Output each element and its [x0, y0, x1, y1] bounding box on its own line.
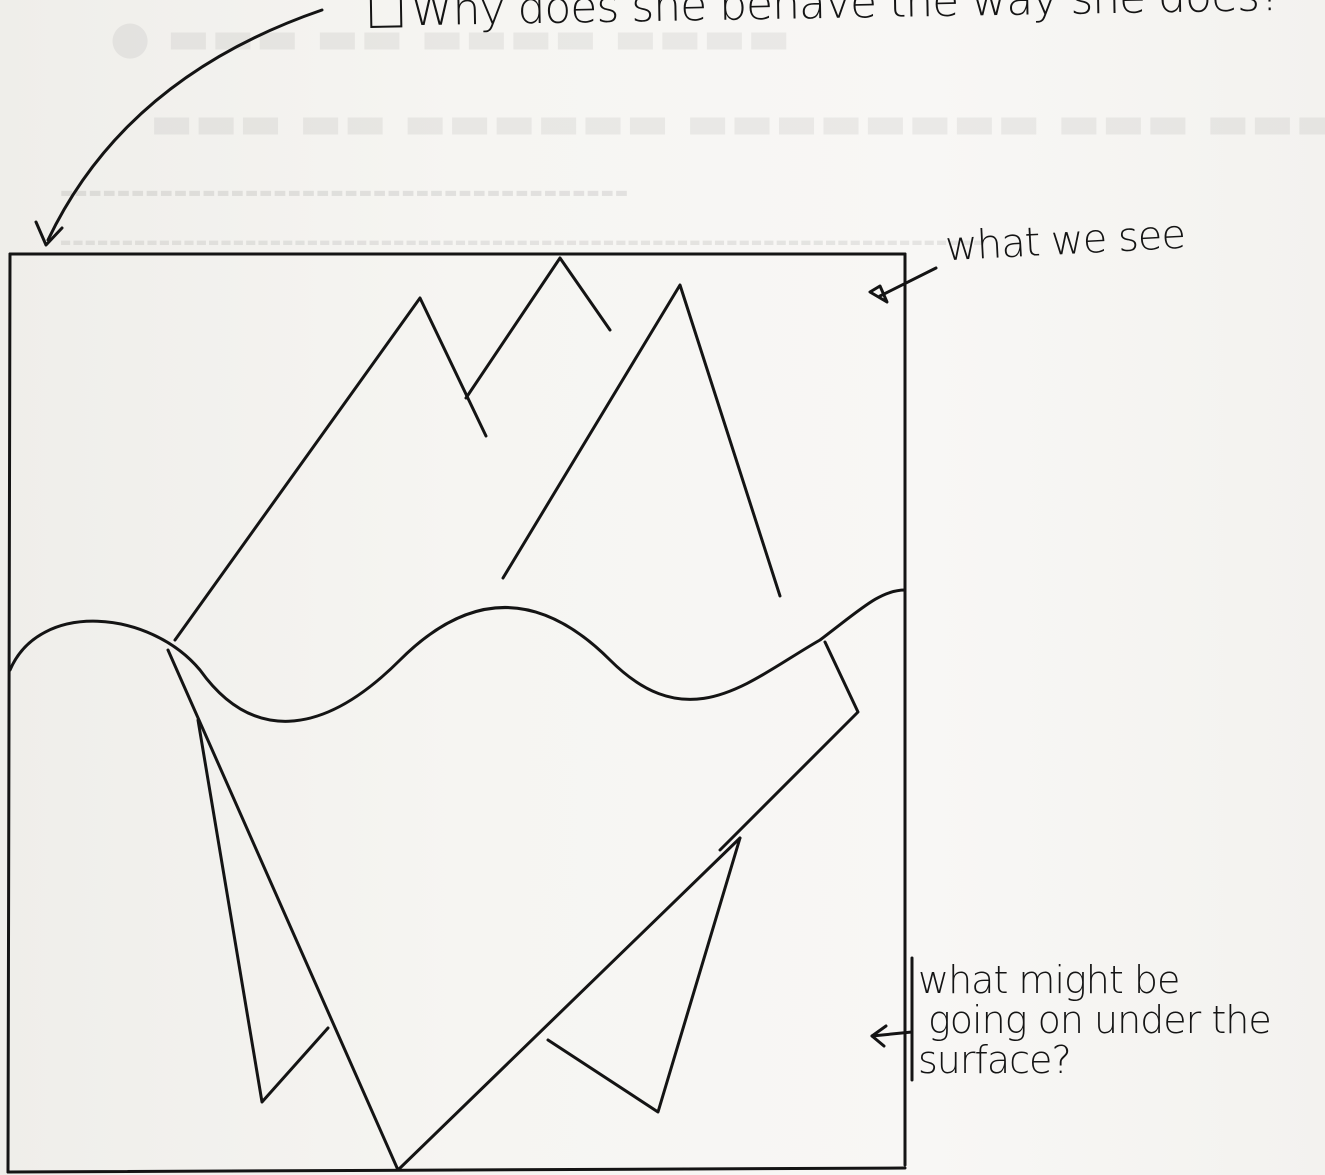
label-under-line-1: what might be — [918, 960, 1318, 1000]
iceberg-under-left — [198, 720, 328, 1102]
label-under-surface: what might be going on under the surface… — [918, 960, 1318, 1080]
iceberg-under-right-edge — [720, 642, 858, 850]
arrow-head — [36, 222, 62, 245]
label-under-line-2: going on under the — [928, 1000, 1318, 1040]
iceberg-tip-middle — [466, 258, 610, 398]
iceberg-under-main — [168, 650, 740, 1170]
frame-bottom — [8, 1168, 905, 1172]
curved-arrow — [48, 10, 322, 240]
iceberg-tip-left — [175, 298, 486, 640]
iceberg-under-right-spike — [548, 838, 740, 1112]
water-surface — [10, 590, 905, 721]
pointer-see — [880, 268, 936, 296]
empty-checkbox-icon — [370, 0, 403, 28]
iceberg-tip-right — [503, 285, 780, 596]
frame-left — [8, 254, 10, 1172]
label-under-line-3: surface? — [918, 1040, 1318, 1080]
pointer-see-head — [870, 286, 887, 302]
